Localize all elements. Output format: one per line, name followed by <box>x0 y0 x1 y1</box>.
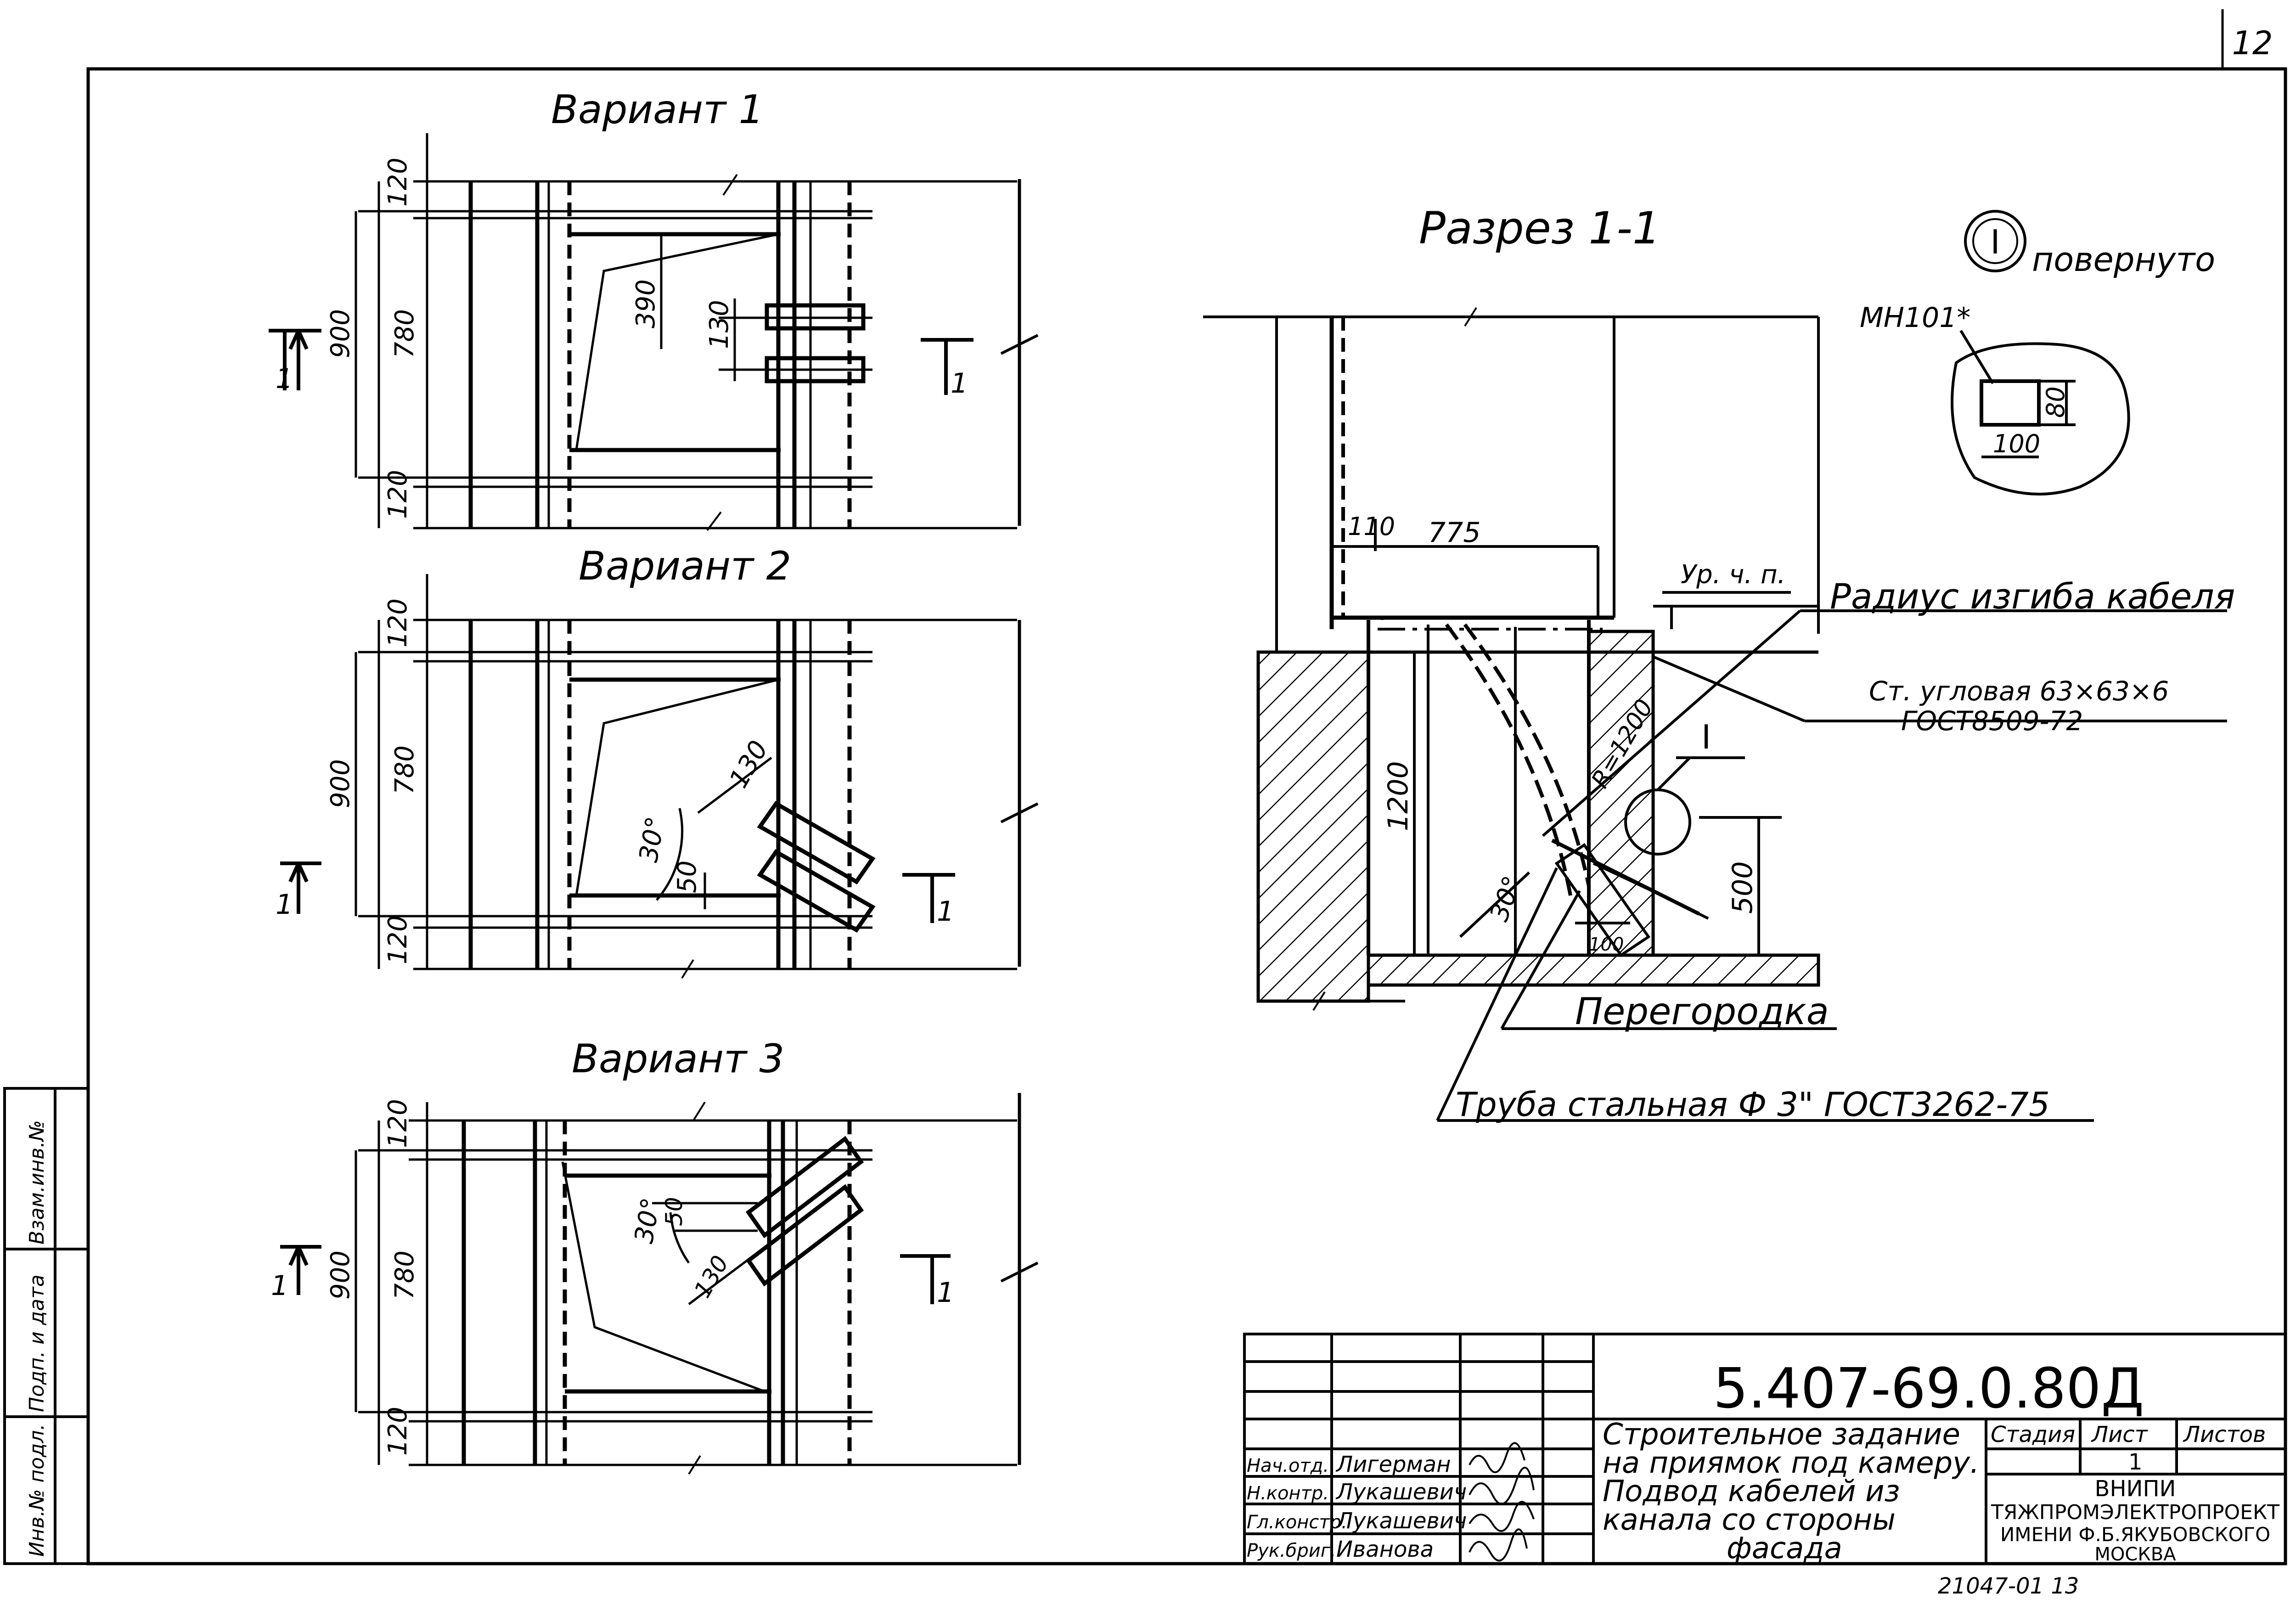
detail-dim-w: 100 <box>1993 429 2040 458</box>
description-2: на приямок под камеру. <box>1603 1446 1979 1480</box>
v2-section-mark-left: 1 <box>276 861 321 921</box>
v2-dim-30: 30° <box>634 814 671 864</box>
v3-section-left-num: 1 <box>271 1270 288 1302</box>
v3-dim-900: 900 <box>326 1250 355 1300</box>
section-title: Разрез 1-1 <box>1419 203 1660 254</box>
org-1: ВНИПИ <box>2095 1476 2176 1502</box>
v1-dim-top: 120 <box>383 158 413 207</box>
detail-i: I повернуто МН101* 100 80 <box>1860 210 2215 495</box>
sec-dim-110: 110 <box>1348 512 1395 541</box>
footer-code: 21047-01 13 <box>1938 1573 2079 1599</box>
detail-rotated: повернуто <box>2032 240 2215 279</box>
label-angle-1: Ст. угловая 63×63×6 <box>1869 676 2169 707</box>
variant-2-title: Вариант 2 <box>579 543 791 589</box>
v3-dim-780: 780 <box>390 1250 420 1300</box>
label-partition: Перегородка <box>1575 990 1829 1033</box>
v3-dim-top: 120 <box>383 1099 413 1148</box>
sec-dim-30: 30° <box>1484 872 1528 925</box>
frame <box>86 9 2287 1565</box>
v1-dim-bottom: 120 <box>383 470 413 519</box>
org-2: ТЯЖПРОМЭЛЕКТРОПРОЕКТ <box>1991 1501 2279 1524</box>
role-4: Рук.бриг. <box>1247 1540 1336 1561</box>
variant-1-title: Вариант 1 <box>551 87 764 133</box>
v3-dim-bottom: 120 <box>383 1407 413 1456</box>
variant-1: Вариант 1 <box>269 87 1039 531</box>
sec-dim-100: 100 <box>1589 934 1624 955</box>
v2-dim-780: 780 <box>390 745 420 794</box>
v1-section-right-num: 1 <box>951 367 968 400</box>
detail-numeral: I <box>1990 223 2000 261</box>
sec-dim-775: 775 <box>1428 517 1481 549</box>
variant-3: Вариант 3 <box>271 1036 1039 1475</box>
side-stamp: Инв.№ подл. Подп. и дата Взам.инв.№ <box>3 1087 90 1565</box>
sheet-label: Лист <box>2091 1422 2149 1447</box>
variant-3-title: Вариант 3 <box>572 1036 784 1082</box>
name-4: Иванова <box>1336 1537 1434 1562</box>
detail-mark: МН101* <box>1860 302 1970 334</box>
v3-section-mark-right: 1 <box>900 1254 954 1309</box>
v2-dim-top: 120 <box>383 598 413 648</box>
callout-numeral: I <box>1701 718 1711 756</box>
v3-dim-30: 30° <box>629 1195 666 1245</box>
v1-dim-130: 130 <box>704 300 734 349</box>
name-3: Лукашевич <box>1335 1508 1467 1534</box>
v3-section-mark-left: 1 <box>271 1245 321 1302</box>
detail-dim-h: 80 <box>2041 386 2070 418</box>
role-3: Гл.констр. <box>1247 1512 1347 1533</box>
v1-section-mark-right: 1 <box>921 338 974 400</box>
side-stamp-sign: Подп. и дата <box>25 1274 49 1412</box>
signatures <box>1469 1442 1535 1562</box>
label-pipe: Труба стальная Ф 3" ГОСТ3262-75 <box>1456 1085 2050 1124</box>
org-4: МОСКВА <box>2094 1544 2176 1565</box>
v2-section-right-num: 1 <box>937 895 954 928</box>
sheets-label: Листов <box>2183 1422 2266 1447</box>
floor-hatch <box>1367 953 1820 987</box>
designation: 5.407-69.0.80Д <box>1713 1357 2144 1421</box>
title-block: 5.407-69.0.80Д Строительное задание на п… <box>1243 1333 2287 1565</box>
v1-dim-900: 900 <box>326 309 355 358</box>
org-3: ИМЕНИ Ф.Б.ЯКУБОВСКОГО <box>2000 1523 2270 1546</box>
v2-dim-130: 130 <box>724 736 774 793</box>
description-5: фасада <box>1727 1532 1842 1565</box>
v1-section-mark-left: 1 <box>269 329 321 395</box>
sec-dim-1200: 1200 <box>1382 761 1414 831</box>
v1-section-left-num: 1 <box>276 363 293 395</box>
name-2: Лукашевич <box>1335 1479 1467 1505</box>
label-level: Ур. ч. п. <box>1681 560 1785 590</box>
side-stamp-inv: Инв.№ подл. <box>25 1424 49 1557</box>
section-1-1: Разрез 1-1 <box>1203 203 2235 1124</box>
v3-dim-50: 50 <box>661 1197 687 1226</box>
sheet-number: 12 <box>2232 24 2273 62</box>
v3-section-right-num: 1 <box>937 1277 954 1309</box>
stage-label: Стадия <box>1991 1422 2075 1447</box>
left-wall-hatch <box>1256 650 1370 1003</box>
variant-2: Вариант 2 <box>276 543 1039 979</box>
role-1: Нач.отд. <box>1247 1455 1329 1476</box>
v2-dim-bottom: 120 <box>383 915 413 964</box>
label-angle-2: ГОСТ8509-72 <box>1901 705 2083 737</box>
sec-dim-500: 500 <box>1727 861 1759 914</box>
v1-dim-390: 390 <box>631 279 661 328</box>
role-2: Н.контр. <box>1247 1483 1329 1504</box>
label-radius: Радиус изгиба кабеля <box>1830 576 2235 617</box>
v2-dim-50: 50 <box>672 861 702 893</box>
sheet-value: 1 <box>2128 1449 2143 1475</box>
description-4: канала со стороны <box>1603 1503 1896 1537</box>
description-3: Подвод кабелей из <box>1603 1475 1900 1509</box>
side-stamp-replace: Взам.инв.№ <box>25 1120 49 1244</box>
v2-dim-900: 900 <box>326 759 355 808</box>
description-1: Строительное задание <box>1603 1418 1960 1452</box>
v1-dim-780: 780 <box>390 309 420 358</box>
v2-section-left-num: 1 <box>276 889 293 921</box>
name-1: Лигерман <box>1335 1452 1451 1477</box>
v2-section-mark-right: 1 <box>902 873 955 928</box>
